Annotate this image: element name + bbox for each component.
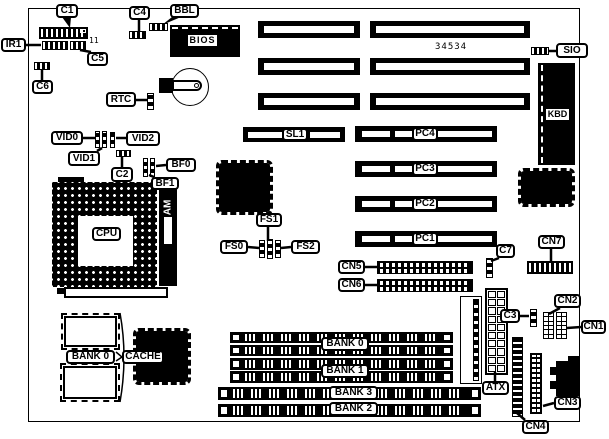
callout-bank0: BANK 0 (321, 337, 369, 351)
callout-sio: SIO (556, 43, 588, 58)
connector-cn5 (377, 261, 473, 274)
callout-c6: C6 (32, 80, 53, 94)
isa-slot (370, 93, 530, 110)
connector-cn6 (377, 279, 473, 292)
board-outline (28, 8, 580, 422)
pin-label: 11 (89, 36, 99, 45)
callout-cn7: CN7 (538, 235, 565, 249)
battery-clip (172, 80, 202, 91)
callout-cn1: CN1 (581, 320, 606, 334)
pc4-label: PC4 (412, 127, 438, 141)
connector-cn1 (556, 312, 567, 339)
connector-c6 (34, 62, 50, 70)
callout-cn6: CN6 (338, 278, 365, 292)
regulator-bar: AM (159, 188, 177, 286)
pc1-label: PC1 (412, 232, 438, 246)
pin1-notch (80, 29, 86, 33)
connector-cn4 (512, 337, 523, 417)
callout-fs2: FS2 (291, 240, 320, 254)
isa-slot (258, 93, 360, 110)
fs-jumper-1 (259, 240, 265, 258)
fs-jumper-2 (267, 239, 273, 259)
sram-chip-2 (60, 363, 120, 402)
callout-bank1: BANK 1 (321, 364, 369, 378)
connector-cn2 (543, 312, 554, 339)
callout-c3: C3 (500, 309, 520, 323)
connector-c3 (530, 309, 537, 327)
pc3-label: PC3 (412, 162, 438, 176)
connector-rtc (147, 93, 154, 110)
connector-sio (531, 47, 549, 55)
ps2-tab-1 (550, 367, 556, 375)
pc2-label: PC2 (412, 197, 438, 211)
callout-bank3: BANK 3 (329, 386, 378, 400)
connector-c5 (70, 41, 86, 50)
callout-fs0: FS0 (220, 240, 248, 254)
vid-jumper-2 (102, 131, 107, 148)
callout-bbl: BBL (170, 4, 199, 18)
callout-c5: C5 (87, 52, 108, 66)
vid-jumper-1 (95, 131, 100, 148)
bios-label: BIOS (187, 34, 218, 47)
ps2-connector (556, 361, 580, 396)
callout-c4: C4 (129, 6, 150, 20)
connector-c1 (39, 27, 88, 39)
ps2-tab-2 (550, 381, 556, 389)
cpu-socket-tab (58, 177, 84, 183)
callout-bf1: BF1 (151, 177, 179, 190)
kbd-label: KBD (545, 108, 570, 121)
cpu-bottom-notch (57, 288, 64, 294)
callout-c2: C2 (111, 167, 133, 182)
sl1-label: SL1 (282, 128, 308, 141)
callout-cn4: CN4 (522, 420, 549, 434)
isa-slot (370, 21, 530, 38)
callout-cache: CACHE (122, 350, 164, 364)
part-number: 34534 (435, 42, 468, 52)
connector-c2 (116, 150, 131, 157)
sram-chip-1 (61, 313, 120, 350)
cpu-bottom-tab (64, 287, 168, 298)
isa-slot (370, 58, 530, 75)
connector-cn3 (530, 353, 542, 414)
battery-clip-base (159, 78, 173, 93)
callout-cn3: CN3 (554, 396, 581, 410)
callout-fs1: FS1 (256, 213, 282, 227)
callout-atx: ATX (482, 381, 509, 395)
vid-jumper-3 (110, 132, 115, 148)
connector-c7 (486, 258, 493, 278)
callout-vid2: VID2 (126, 131, 160, 146)
callout-cn2: CN2 (554, 294, 581, 308)
callout-bank2: BANK 2 (329, 402, 378, 416)
isa-slot (258, 58, 360, 75)
chipset-chip (216, 160, 273, 215)
callout-c1: C1 (56, 4, 78, 18)
io-chip (518, 168, 575, 207)
callout-c7: C7 (496, 244, 515, 258)
ps2-connector-step (568, 356, 580, 362)
cpu-label: CPU (92, 227, 121, 241)
callout-ir1: IR1 (1, 38, 26, 52)
callout-vid0: VID0 (51, 131, 83, 145)
bf-jumper-1 (143, 158, 148, 177)
connector-c4 (129, 31, 146, 39)
isa-slot (258, 21, 360, 38)
callout-vid1: VID1 (68, 151, 100, 166)
fs-jumper-3 (275, 240, 281, 258)
callout-rtc: RTC (106, 92, 136, 107)
callout-bf0: BF0 (166, 158, 196, 172)
callout-bank0-sram: BANK 0 (66, 350, 115, 364)
callout-cn5: CN5 (338, 260, 365, 274)
connector-ir1 (42, 41, 68, 50)
at-power-connector (460, 296, 482, 384)
connector-bbl (149, 23, 168, 31)
